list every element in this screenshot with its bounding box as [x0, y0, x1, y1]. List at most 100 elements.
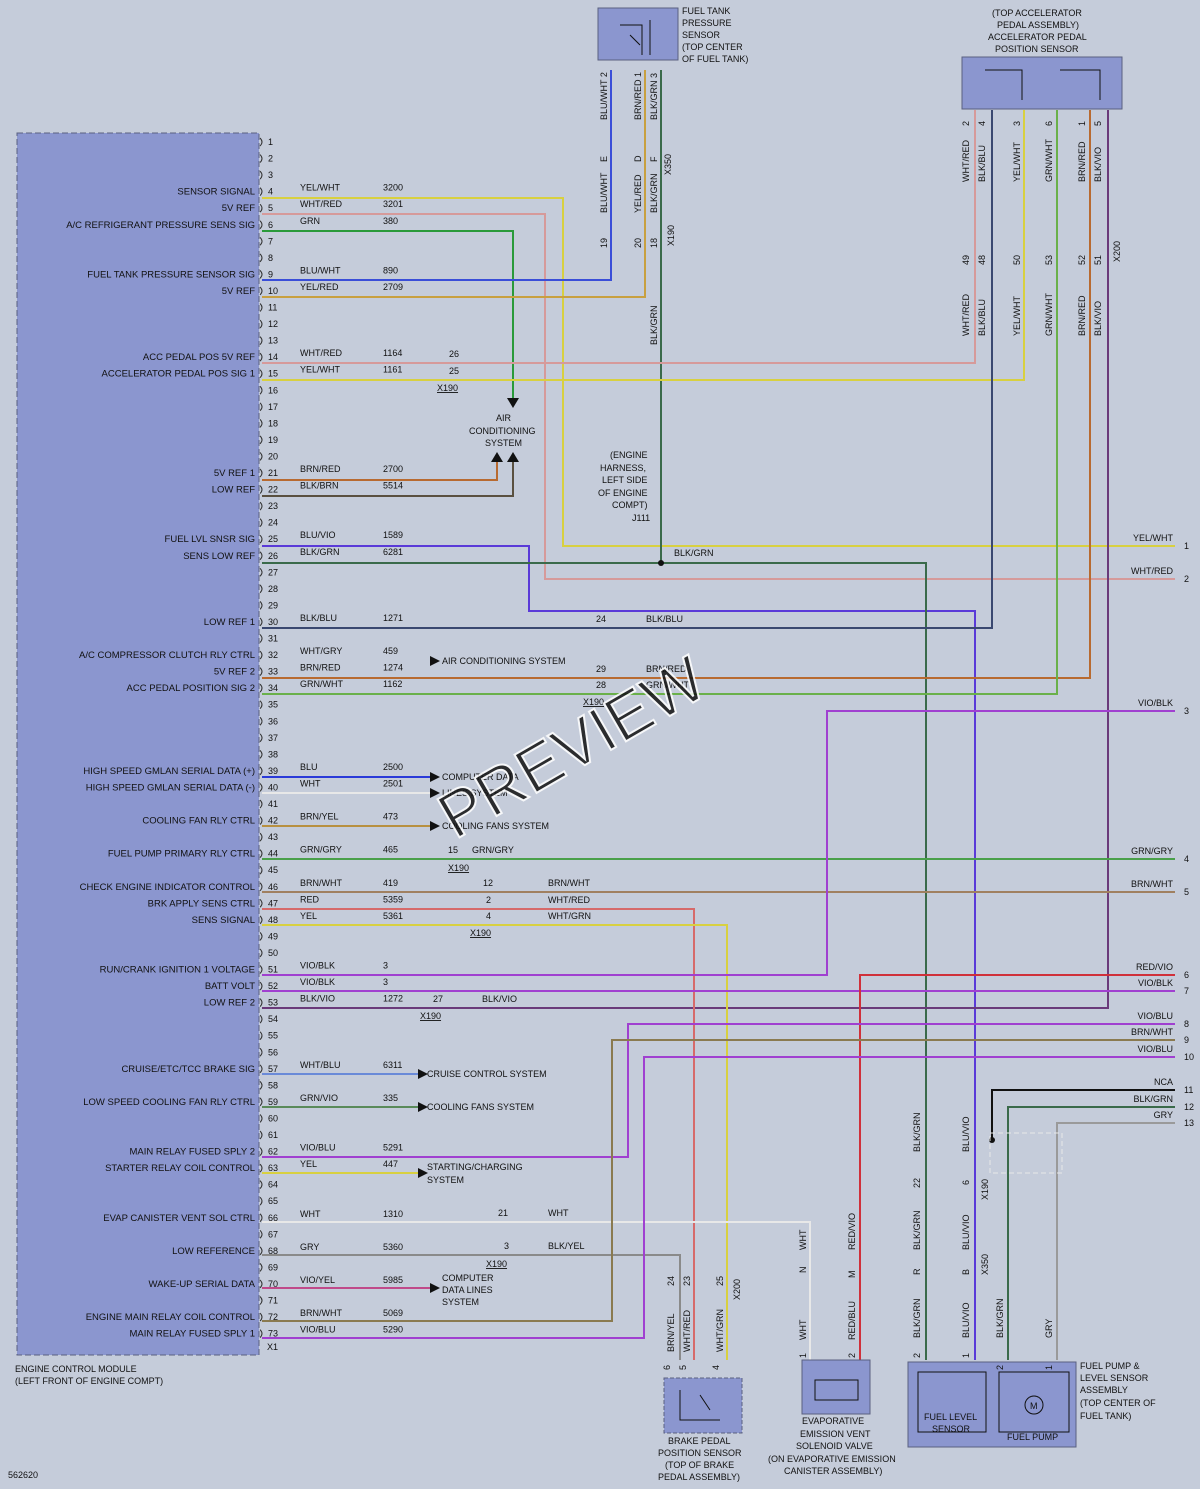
svg-text:COOLING FANS SYSTEM: COOLING FANS SYSTEM	[427, 1102, 534, 1112]
ecm-pin-terminal	[259, 1263, 263, 1272]
svg-text:PEDAL ASSEMBLY): PEDAL ASSEMBLY)	[658, 1472, 740, 1482]
ecm-pin-terminal	[259, 1246, 263, 1256]
svg-text:X200: X200	[732, 1279, 742, 1300]
ecm-pin-number: 55	[268, 1031, 278, 1041]
svg-text:BLU/VIO: BLU/VIO	[961, 1302, 971, 1338]
wire-pin53-blkvio	[262, 110, 1109, 1009]
ecm-pin-signal-label: LOW REF 1	[204, 617, 255, 628]
svg-text:CRUISE CONTROL SYSTEM: CRUISE CONTROL SYSTEM	[427, 1069, 547, 1079]
ecm-pin-signal-label: STARTER RELAY COIL CONTROL	[105, 1163, 255, 1174]
svg-text:GRY: GRY	[1044, 1319, 1054, 1338]
ecm-pin-terminal	[259, 865, 263, 875]
ecm-pin-terminal	[259, 683, 263, 693]
fuel-pump-motor-box	[998, 1371, 1070, 1433]
ecm-pin-terminal	[259, 203, 263, 213]
svg-text:3: 3	[504, 1241, 509, 1251]
ecm-pin-number: 54	[268, 1014, 278, 1024]
ecm-pin-terminal	[259, 1014, 263, 1024]
svg-text:15: 15	[448, 845, 458, 855]
wire-color-label: GRN/WHT	[300, 679, 343, 689]
ecm-pin-signal-label: HIGH SPEED GMLAN SERIAL DATA (+)	[83, 766, 255, 777]
wire-pin4-yelwht	[262, 197, 1175, 547]
svg-text:EVAPORATIVE: EVAPORATIVE	[802, 1416, 864, 1426]
wire-color-label: BLK/BRN	[300, 481, 339, 491]
fuel-pump-assembly-box	[907, 1361, 1077, 1448]
wire-pin15-yelwht	[262, 110, 1025, 381]
ecm-pin-terminal	[259, 468, 263, 478]
accel-pedal-pin: 2	[961, 121, 971, 126]
circuit-number: 2501	[383, 778, 403, 788]
svg-text:WHT: WHT	[798, 1319, 808, 1340]
right-output-color: WHT/RED	[1131, 566, 1173, 576]
svg-text:SENSOR: SENSOR	[932, 1424, 971, 1434]
ecm-pin-number: 24	[268, 518, 278, 528]
right-output-number: 3	[1184, 706, 1189, 716]
wire-color-label: BLU	[300, 762, 318, 772]
ecm-pin-signal-label: LOW REFERENCE	[172, 1246, 255, 1257]
ecm-pin-signal-label: 5V REF 1	[214, 468, 255, 479]
wire-color-label: VIO/BLU	[300, 1325, 336, 1335]
wire-pin21-brnred	[262, 460, 498, 481]
ecm-pin-terminal	[259, 998, 263, 1007]
ecm-pin-signal-label: 5V REF	[222, 286, 255, 297]
wire-pin34-grnwht	[262, 110, 1058, 695]
wire-pin66-wht	[262, 1221, 811, 1360]
ecm-pin-number: 39	[268, 766, 278, 776]
wire-pin5-whtred	[262, 213, 1175, 580]
right-output-color: GRN/GRY	[1131, 846, 1173, 856]
ecm-pin-number: 4	[268, 187, 273, 197]
wire-color-label: GRN/VIO	[300, 1093, 338, 1103]
svg-text:6: 6	[662, 1365, 672, 1370]
ecm-pin-terminal	[259, 485, 263, 494]
svg-text:4: 4	[486, 911, 491, 921]
svg-text:WHT/RED: WHT/RED	[682, 1310, 692, 1352]
wire-color-label: YEL	[300, 911, 317, 921]
ecm-pin-terminal	[259, 1180, 263, 1190]
svg-text:24: 24	[666, 1276, 676, 1286]
right-output-number: 10	[1184, 1052, 1194, 1062]
accel-pedal-wire-color: BLK/BLU	[977, 299, 987, 336]
circuit-number: 465	[383, 845, 398, 855]
ecm-pin-number: 25	[268, 534, 278, 544]
ecm-pin-terminal	[259, 898, 263, 908]
circuit-number: 5361	[383, 911, 403, 921]
ecm-pin-signal-label: EVAP CANISTER VENT SOL CTRL	[103, 1213, 255, 1224]
svg-text:18: 18	[649, 238, 659, 248]
svg-text:CANISTER ASSEMBLY): CANISTER ASSEMBLY)	[784, 1466, 882, 1476]
wire-pin68-gry	[262, 1254, 681, 1360]
svg-text:BLK/GRN: BLK/GRN	[912, 1210, 922, 1250]
svg-text:EMISSION VENT: EMISSION VENT	[800, 1429, 871, 1439]
ecm-pin-terminal	[259, 700, 263, 710]
ecm-pin-number: 67	[268, 1229, 278, 1239]
svg-text:BLK/GRN: BLK/GRN	[649, 173, 659, 213]
ecm-pin-terminal	[259, 816, 263, 825]
wire-color-label: BLK/GRN	[300, 547, 340, 557]
ecm-pin-number: 8	[268, 253, 273, 263]
ecm-pin-number: 11	[268, 303, 277, 313]
ecm-pin-terminal	[259, 799, 263, 809]
wire-color-label: YEL/WHT	[300, 365, 341, 375]
ecm-pin-terminal	[259, 385, 263, 395]
right-output-color: BLK/GRN	[1133, 1094, 1173, 1104]
right-output-color: BRN/WHT	[1131, 879, 1173, 889]
circuit-number: 5360	[383, 1242, 403, 1252]
ecm-pin-terminal	[259, 187, 263, 197]
ecm-pin-signal-label: CRUISE/ETC/TCC BRAKE SIG	[121, 1064, 255, 1075]
svg-text:BLU/WHT 2: BLU/WHT 2	[599, 72, 609, 120]
ecm-pin-number: 20	[268, 451, 278, 461]
circuit-number: 5290	[383, 1325, 403, 1335]
right-output-number: 2	[1184, 574, 1189, 584]
ecm-pin-terminal	[259, 270, 263, 279]
ecm-pin-number: 18	[268, 418, 278, 428]
ecm-pin-number: 61	[268, 1130, 278, 1140]
ecm-pin-signal-label: A/C COMPRESSOR CLUTCH RLY CTRL	[79, 650, 255, 661]
destination-labels: AIR CONDITIONING SYSTEM AIR CONDITIONING…	[427, 413, 650, 1307]
wire-color-label: BRN/WHT	[300, 1308, 342, 1318]
svg-text:X190: X190	[470, 928, 491, 938]
ecm-title: ENGINE CONTROL MODULE	[15, 1364, 137, 1374]
ecm-pin-terminal	[259, 236, 263, 246]
wire-pin62-vioblu	[262, 1023, 1175, 1158]
right-output-number: 6	[1184, 970, 1189, 980]
svg-text:BLK/GRN: BLK/GRN	[912, 1112, 922, 1152]
circuit-number: 1164	[383, 348, 402, 358]
